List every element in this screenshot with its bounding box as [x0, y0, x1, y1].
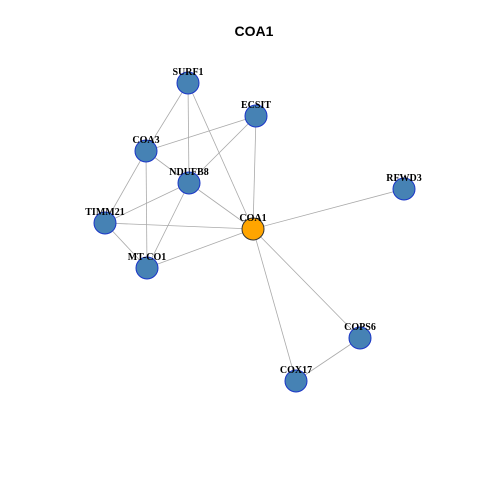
node-circle-cox17[interactable]: [284, 369, 308, 393]
edge-coa3-mt-co1: [145, 150, 148, 269]
node-cox17[interactable]: COX17: [280, 365, 312, 393]
node-circle-coa3[interactable]: [134, 139, 158, 163]
node-circle-coa1[interactable]: [241, 217, 265, 241]
node-ndufb8[interactable]: NDUFB8: [169, 167, 209, 195]
node-rfwd3[interactable]: RFWD3: [386, 173, 422, 201]
node-timm21[interactable]: TIMM21: [85, 207, 125, 235]
node-label-ndufb8: NDUFB8: [169, 167, 208, 178]
node-circle-mt-co1[interactable]: [135, 256, 159, 280]
edge-surf1-coa1: [187, 82, 254, 230]
edge-cops6-cox17: [295, 337, 361, 382]
edge-ndufb8-coa1: [188, 182, 254, 230]
node-coa3[interactable]: COA3: [132, 135, 160, 163]
node-label-cox17: COX17: [280, 365, 312, 376]
edge-coa1-cox17: [252, 228, 297, 382]
node-surf1[interactable]: SURF1: [172, 67, 204, 95]
edge-rfwd3-coa1: [252, 188, 405, 230]
node-circle-ndufb8[interactable]: [177, 171, 201, 195]
edge-mt-co1-coa1: [146, 228, 254, 269]
node-label-rfwd3: RFWD3: [386, 173, 422, 184]
edge-ecsit-coa1: [252, 115, 257, 230]
edge-coa1-cops6: [252, 228, 361, 339]
edge-timm21-coa1: [104, 222, 254, 230]
diagram-title: COA1: [235, 23, 274, 39]
node-label-mt-co1: MT-CO1: [128, 252, 167, 263]
edge-surf1-ndufb8: [187, 82, 190, 184]
node-circle-cops6[interactable]: [348, 326, 372, 350]
node-label-coa1: COA1: [239, 213, 266, 224]
node-ecsit[interactable]: ECSIT: [241, 100, 271, 128]
node-circle-timm21[interactable]: [93, 211, 117, 235]
node-mt-co1[interactable]: MT-CO1: [128, 252, 167, 280]
node-label-surf1: SURF1: [172, 67, 203, 78]
node-circle-surf1[interactable]: [176, 71, 200, 95]
edge-ecsit-coa3: [145, 115, 257, 152]
node-circle-ecsit[interactable]: [244, 104, 268, 128]
edge-ecsit-ndufb8: [188, 115, 257, 184]
node-label-coa3: COA3: [132, 135, 159, 146]
node-label-timm21: TIMM21: [85, 207, 124, 218]
node-cops6[interactable]: COPS6: [344, 322, 376, 350]
node-coa1[interactable]: COA1: [239, 213, 267, 241]
node-label-ecsit: ECSIT: [241, 100, 271, 111]
edge-ndufb8-timm21: [104, 182, 190, 224]
edge-coa3-timm21: [104, 150, 147, 224]
node-label-cops6: COPS6: [344, 322, 376, 333]
edge-surf1-coa3: [145, 82, 189, 152]
edges-layer: [104, 82, 405, 382]
node-circle-rfwd3[interactable]: [392, 177, 416, 201]
